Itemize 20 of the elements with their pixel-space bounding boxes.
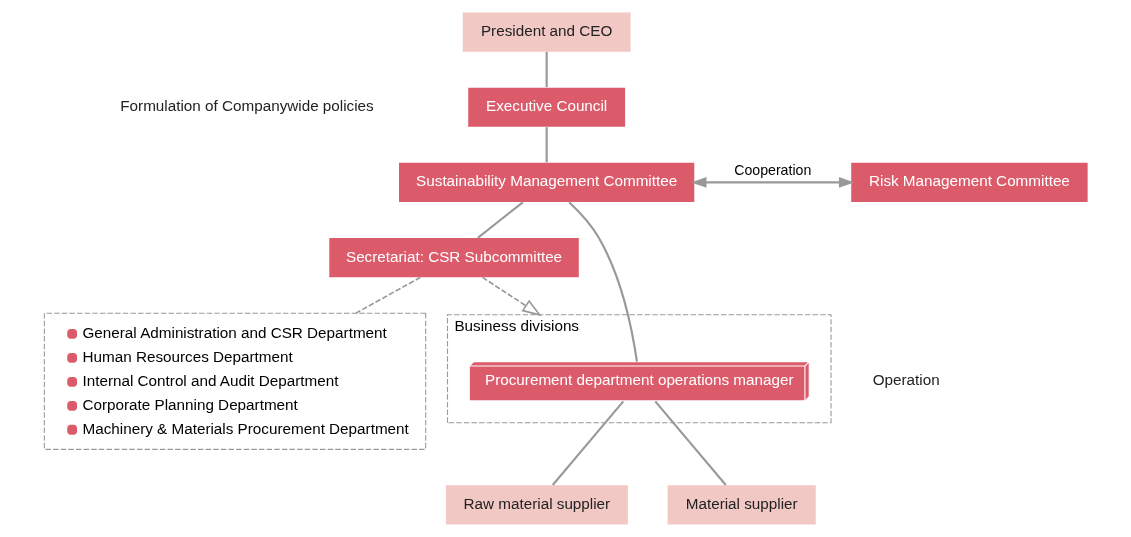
node-box: General Administration and CSR Department Human Resources Department Internal Control and Audit Department Corporate Planning Department Machinery & Materials Procurement Department [43, 312, 426, 450]
node-box: Executive Council [467, 87, 625, 127]
connector [354, 276, 421, 314]
node-box: Raw material supplier [445, 485, 628, 525]
node-box: Material supplier [667, 485, 816, 525]
node-box: President and CEO [462, 12, 631, 52]
connector [551, 400, 624, 486]
connector [476, 201, 523, 239]
connector [653, 400, 727, 486]
label: Formulation of Companywide policies [119, 97, 374, 115]
node-box: Risk Management Committee [850, 162, 1088, 203]
node-box: Sustainability Management Committee [398, 162, 694, 203]
arrow [481, 276, 542, 317]
edge-label: Cooperation [733, 162, 811, 179]
node-box: Secretariat: CSR Subcommittee [328, 238, 579, 278]
connector [545, 51, 548, 88]
connector [567, 201, 638, 362]
label: Operation [872, 371, 940, 389]
connector [545, 127, 548, 163]
arrow [690, 177, 854, 188]
